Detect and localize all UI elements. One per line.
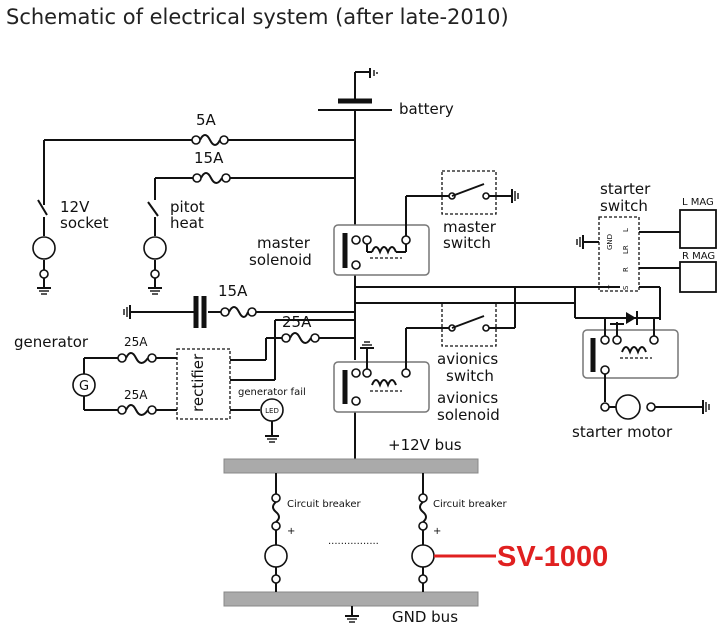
starter-pin-plus: +	[605, 284, 613, 290]
starter-diode-icon	[575, 311, 660, 336]
gen-bottom-fuse-symbol	[117, 404, 157, 416]
avionics-solenoid-label-line1: avionics	[437, 389, 498, 407]
gen-top-fuse-label: 25A	[124, 335, 148, 349]
mag-wires	[639, 231, 680, 320]
battery-symbol	[318, 68, 392, 111]
rectifier-box: rectifier	[176, 348, 231, 420]
rectifier-label: rectifier	[189, 353, 207, 412]
starter-switch-label-line2: switch	[600, 197, 648, 215]
sv1000-label: SV-1000	[497, 541, 608, 573]
master-switch-ground-icon	[511, 189, 519, 203]
r-mag-label: R MAG	[682, 251, 715, 262]
master-solenoid-label-line1: master	[257, 234, 311, 252]
avionics-solenoid-label-line2: solenoid	[437, 406, 500, 424]
rectifier-fuse-symbol	[281, 332, 320, 344]
l-mag-box	[679, 209, 717, 249]
socket-branch-wires	[43, 139, 355, 288]
generator-symbol-letter: G	[79, 379, 89, 394]
l-mag-label: L MAG	[682, 197, 714, 208]
starter-motor-label: starter motor	[572, 423, 673, 441]
starter-switch-ground-icon	[576, 235, 599, 249]
ground-bus-bar	[223, 591, 479, 607]
starter-pin-r: R	[622, 267, 630, 272]
starter-pin-s: S	[622, 285, 630, 290]
socket-switch-symbol	[37, 199, 48, 216]
starter-motor-ground-icon	[702, 400, 710, 414]
rectifier-fuse-label: 25A	[282, 313, 312, 331]
socket-label-line2: socket	[60, 214, 109, 232]
capacitor-fuse-label: 15A	[218, 282, 248, 300]
pitot-branch-wires	[154, 177, 355, 288]
starter-motor-symbol	[600, 374, 703, 420]
capacitor-symbol	[193, 296, 207, 328]
load-2-circuit	[411, 473, 435, 592]
avionics-switch-label-line1: avionics	[437, 350, 498, 368]
r-mag-box	[679, 261, 717, 293]
battery-label: battery	[399, 100, 454, 118]
load-1-circuit	[264, 473, 288, 592]
generator-fail-led: LED	[230, 398, 284, 443]
socket-symbol	[32, 236, 56, 279]
avionics-solenoid-ground-icon	[360, 341, 374, 369]
positive-bus-label: +12V bus	[388, 436, 462, 454]
load-1-breaker-label: Circuit breaker	[287, 499, 361, 510]
capacitor-fuse-symbol	[220, 306, 257, 318]
pitot-heater-symbol	[143, 236, 167, 279]
load-1-plus-marker: +	[287, 526, 295, 537]
ground-bus-ground-icon	[345, 606, 359, 623]
capacitor-ground-icon	[123, 305, 131, 319]
socket-ground-icon	[37, 287, 51, 295]
more-loads-ellipsis: ................	[328, 536, 379, 547]
gen-top-fuse-symbol	[117, 352, 157, 364]
pitot-fuse-label: 15A	[194, 149, 224, 167]
led-label: LED	[265, 407, 279, 415]
generator-fail-label: generator fail	[238, 387, 306, 398]
master-switch-label-line1: master	[443, 218, 497, 236]
load-2-breaker-label: Circuit breaker	[433, 499, 507, 510]
socket-label-line1: 12V	[60, 198, 90, 216]
starter-switch-label-line1: starter	[600, 180, 651, 198]
generator-symbol: G	[72, 373, 96, 397]
master-switch-label-line2: switch	[443, 234, 491, 252]
avionics-solenoid	[333, 361, 430, 413]
master-switch	[405, 170, 512, 236]
socket-fuse-symbol	[191, 134, 229, 146]
starter-feed-wires	[355, 286, 620, 328]
master-solenoid-label-line2: solenoid	[249, 251, 312, 269]
starter-pin-lr: LR	[622, 245, 630, 254]
starter-pin-gnd: GND	[606, 234, 614, 250]
pitot-switch-symbol	[147, 201, 159, 217]
starter-switch: GND L LR R + S	[598, 216, 640, 292]
load-2-plus-marker: +	[433, 526, 441, 537]
pitot-label-line1: pitot	[170, 198, 205, 216]
avionics-switch-label-line2: switch	[446, 367, 494, 385]
gen-bottom-fuse-label: 25A	[124, 388, 148, 402]
starter-solenoid	[582, 329, 679, 379]
master-solenoid	[333, 224, 430, 276]
pitot-label-line2: heat	[170, 214, 204, 232]
starter-pin-l: L	[622, 228, 630, 232]
generator-wires	[83, 357, 177, 411]
socket-fuse-label: 5A	[196, 111, 217, 129]
starter-solenoid-ground-icon	[610, 322, 624, 336]
pitot-fuse-symbol	[192, 172, 231, 184]
ground-bus-label: GND bus	[392, 608, 458, 625]
positive-bus-bar	[223, 458, 479, 474]
avionics-switch	[405, 302, 515, 369]
page-title: Schematic of electrical system (after la…	[6, 5, 509, 29]
pitot-ground-icon	[148, 287, 162, 295]
generator-label: generator	[14, 333, 89, 351]
